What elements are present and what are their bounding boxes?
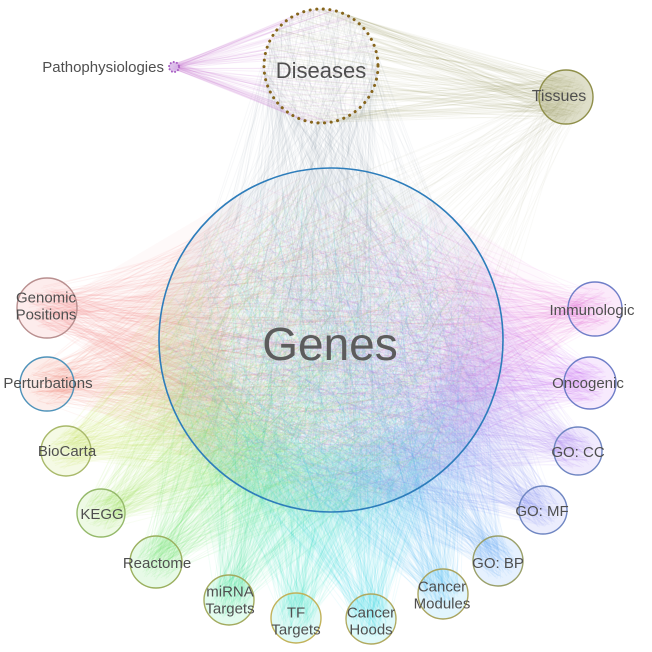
oncogenic-label: Oncogenic [552,375,624,392]
edges-cancer-modules-to-genes [167,178,492,613]
immunologic-circle[interactable] [567,281,623,337]
node-kegg[interactable]: KEGG [76,488,126,538]
tissues-label: Tissues [532,88,587,105]
wedge-go-bp [287,343,503,561]
wedge-cancer-hoods [211,424,481,619]
cancer-modules-circle[interactable] [417,568,469,620]
go-mf-label: GO: MF [515,503,568,520]
edges-biocarta-to-genes [47,179,481,505]
cancer-hoods-circle[interactable] [345,593,397,645]
oncogenic-circle[interactable] [563,356,617,410]
edges-go-mf-to-genes [170,175,561,528]
go-bp-label: GO: BP [472,555,524,572]
reactome-label: Reactome [123,555,191,572]
genes-fill [159,168,503,512]
edges-mirna-targets-to-genes [173,175,496,619]
edges-pathophysiologies-to-diseases [170,8,378,124]
edges-reactome-to-genes [136,174,492,581]
genes-label: Genes [262,318,398,370]
reactome-circle[interactable] [129,535,183,589]
immunologic-label: Immunologic [549,302,635,319]
wedge-immunologic [426,196,595,458]
node-reactome[interactable]: Reactome [123,535,191,589]
edges-tissues-to-diseases [263,8,588,124]
go-bp-circle[interactable] [472,535,524,587]
perturbations-circle[interactable] [19,356,75,412]
wedge-mirna-targets [166,389,419,600]
pathophysiologies-circle[interactable] [168,61,180,73]
node-biocarta[interactable]: BioCarta [38,425,97,477]
edges-go-bp-to-genes [165,198,517,580]
diseases-circle[interactable] [262,7,380,125]
tf-targets-circle[interactable] [270,592,322,644]
wedge-biocarta [66,252,290,507]
biocarta-circle[interactable] [40,425,92,477]
node-go-cc[interactable]: GO: CC [551,426,605,476]
kegg-circle[interactable] [76,488,126,538]
wedge-oncogenic [420,230,590,487]
edges-immunologic-to-genes [168,187,614,496]
node-oncogenic[interactable]: Oncogenic [552,356,624,410]
node-perturbations[interactable]: Perturbations [3,356,93,412]
node-go-mf[interactable]: GO: MF [515,485,569,535]
genomic-positions-circle[interactable] [16,277,78,339]
node-diseases[interactable]: Diseases [262,7,380,125]
edges-perturbations-to-genes [28,182,492,502]
node-immunologic[interactable]: Immunologic [549,281,635,337]
kegg-label: KEGG [80,506,123,523]
edges-genomic-positions-to-genes [24,176,486,504]
go-cc-label: GO: CC [551,444,605,461]
pathophysiologies-label: Pathophysiologies [42,59,164,76]
edges-diseases-to-hub [170,8,494,506]
go-cc-circle[interactable] [553,426,603,476]
diseases-label: Diseases [276,58,366,83]
wedge-cancer-modules [250,383,498,594]
biocarta-label: BioCarta [38,443,97,460]
edges-tf-targets-to-genes [177,184,484,635]
wedge-go-cc [376,263,578,506]
go-mf-circle[interactable] [518,485,568,535]
wedge-reactome [156,337,374,562]
node-tissues[interactable]: Tissues [532,69,594,125]
edges-tissues-to-hub [172,75,589,492]
wedge-tf-targets [183,427,453,618]
tissues-circle[interactable] [538,69,594,125]
wedge-perturbations [47,219,251,492]
genes-circle[interactable] [158,167,504,513]
edges-kegg-to-genes [83,178,495,531]
node-go-bp[interactable]: GO: BP [472,535,524,587]
wedge-genomic-positions [47,191,244,465]
mirna-targets-circle[interactable] [203,574,255,626]
perturbations-label: Perturbations [3,375,92,392]
node-pathophysiologies[interactable]: Pathophysiologies [42,59,180,76]
edges-cancer-hoods-to-genes [173,178,478,638]
wedge-go-mf [332,304,543,512]
